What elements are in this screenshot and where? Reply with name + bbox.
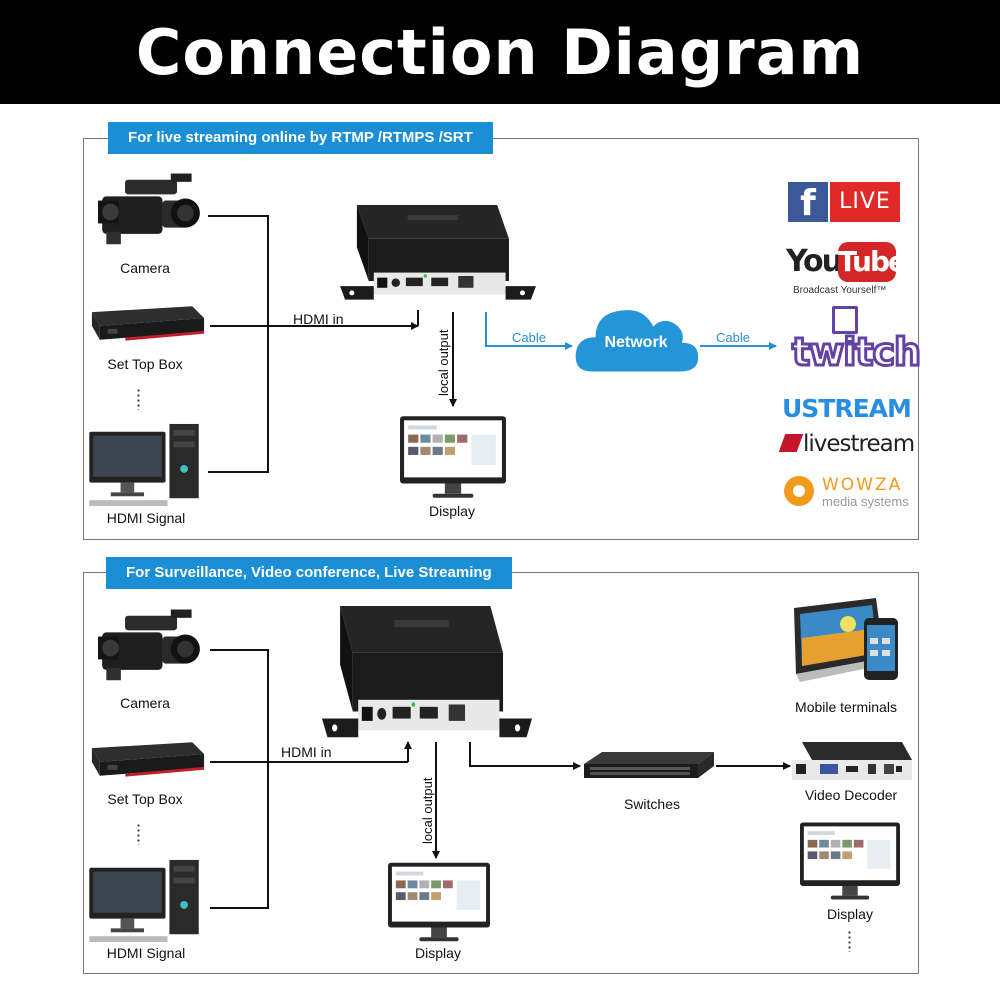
hdmi-in-label: HDMI in [293, 311, 344, 327]
display-label: Display [429, 503, 475, 519]
computer-icon [89, 859, 199, 943]
youtube-logo-tube: Tube [838, 242, 907, 282]
ellipsis-dots [137, 388, 140, 410]
facebook-live-badge: LIVE [830, 182, 900, 222]
source-camera-label: Camera [120, 695, 170, 711]
local-output-label: local output [420, 777, 435, 845]
monitor-icon [400, 416, 506, 498]
encoder-device-icon [322, 606, 532, 738]
panel-surveillance-tag: For Surveillance, Video conference, Live… [106, 557, 512, 589]
monitor-icon [800, 822, 900, 900]
source-hdmi-signal-label: HDMI Signal [106, 510, 186, 526]
panel2-hdmi-bus [210, 649, 791, 909]
computer-icon [89, 423, 199, 507]
video-decoder-label: Video Decoder [804, 787, 898, 803]
panel1-hdmi-bus [208, 215, 457, 473]
encoder-device-icon [340, 205, 536, 300]
hdmi-in-label: HDMI in [281, 744, 332, 760]
twitch-glitch-icon [832, 306, 858, 334]
source-hdmi-signal-label: HDMI Signal [106, 945, 186, 961]
ellipsis-dots [137, 823, 140, 845]
camera-icon [98, 609, 200, 681]
wowza-subtitle: media systems [822, 494, 909, 509]
header-banner: Connection Diagram [0, 0, 1000, 104]
set-top-box-icon [91, 306, 205, 341]
network-switch-icon [584, 752, 714, 778]
camera-icon [98, 173, 200, 245]
livestream-logo: livestream [803, 431, 915, 457]
wowza-mark-icon [784, 476, 814, 506]
cable-label-right: Cable [716, 330, 750, 345]
source-set-top-box-label: Set Top Box [107, 791, 183, 807]
source-camera-label: Camera [120, 260, 170, 276]
mobile-terminals-label: Mobile terminals [795, 699, 897, 715]
ustream-logo: USTREAM [782, 394, 912, 423]
set-top-box-icon [91, 742, 205, 777]
page-title: Connection Diagram [135, 15, 865, 89]
wowza-logo: WOWZA [822, 475, 903, 495]
network-label: Network [604, 334, 668, 351]
monitor-icon [388, 862, 490, 942]
switches-label: Switches [623, 796, 681, 812]
source-set-top-box-label: Set Top Box [107, 356, 183, 372]
facebook-icon: f [788, 182, 828, 224]
twitch-logo: twitch [790, 329, 922, 376]
cable-label-left: Cable [512, 330, 546, 345]
youtube-logo-you: You [786, 244, 843, 279]
panel-live-streaming-tag: For live streaming online by RTMP /RTMPS… [108, 122, 493, 154]
smartphone-icon [864, 618, 898, 680]
video-decoder-icon [792, 742, 912, 780]
local-output-label: local output [436, 329, 451, 397]
panel1-network-cable [485, 312, 777, 350]
ellipsis-dots [848, 930, 851, 952]
display-label: Display [415, 945, 461, 961]
display-right-label: Display [827, 906, 873, 922]
youtube-tagline: Broadcast Yourself™ [793, 285, 887, 296]
